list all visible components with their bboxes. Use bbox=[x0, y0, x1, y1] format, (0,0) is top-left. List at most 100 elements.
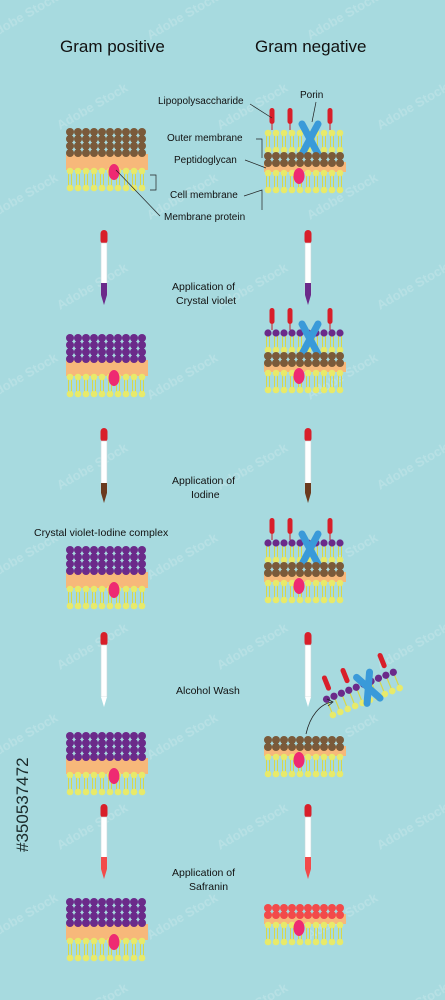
peptidoglycan-bead bbox=[280, 911, 288, 919]
peptidoglycan-bead bbox=[122, 898, 130, 906]
peptidoglycan-bead bbox=[328, 911, 336, 919]
lipid-head bbox=[336, 386, 344, 394]
peptidoglycan-bead bbox=[98, 560, 106, 568]
peptidoglycan-bead bbox=[74, 355, 82, 363]
peptidoglycan-bead bbox=[328, 152, 336, 160]
lipid-head bbox=[336, 146, 344, 154]
lipopolysaccharide bbox=[269, 308, 275, 324]
peptidoglycan-bead bbox=[82, 746, 90, 754]
lipid-head bbox=[74, 167, 82, 175]
peptidoglycan-bead bbox=[106, 142, 114, 150]
detached-outer-membrane bbox=[321, 652, 403, 719]
peptidoglycan-bead bbox=[82, 912, 90, 920]
dropper-liquid bbox=[101, 857, 107, 869]
peptidoglycan-bead bbox=[98, 912, 106, 920]
membrane-protein bbox=[108, 164, 120, 180]
peptidoglycan-bead bbox=[130, 128, 138, 136]
peptidoglycan-bead bbox=[74, 560, 82, 568]
peptidoglycan-bead bbox=[138, 553, 146, 561]
stained-head bbox=[320, 329, 328, 337]
peptidoglycan-bead bbox=[74, 546, 82, 554]
lipid-head bbox=[66, 585, 74, 593]
lipid-head bbox=[90, 373, 98, 381]
stained-head bbox=[280, 329, 288, 337]
lipid-head bbox=[74, 373, 82, 381]
lipid-head bbox=[280, 129, 288, 137]
watermark-tile: Adobe Stock bbox=[374, 259, 445, 312]
peptidoglycan-bead bbox=[106, 905, 114, 913]
label-step-safranin-1: Application of bbox=[172, 867, 235, 879]
dropper-tube bbox=[304, 644, 312, 698]
dropper-iodine-left bbox=[100, 428, 108, 503]
lipid-head bbox=[264, 146, 272, 154]
peptidoglycan-bead bbox=[66, 128, 74, 136]
stained-head bbox=[288, 329, 296, 337]
lipid-head bbox=[296, 129, 304, 137]
peptidoglycan-bead bbox=[264, 569, 272, 577]
peptidoglycan-bead bbox=[280, 359, 288, 367]
peptidoglycan-bead bbox=[288, 159, 296, 167]
lipid-head bbox=[328, 346, 336, 354]
peptidoglycan-bead bbox=[98, 905, 106, 913]
watermark-tile: Adobe Stock bbox=[374, 799, 445, 852]
lipid-head bbox=[272, 386, 280, 394]
gram-negative-alcohol bbox=[264, 736, 346, 778]
peptidoglycan-bead bbox=[106, 746, 114, 754]
lipid-head bbox=[288, 386, 296, 394]
lipid-head bbox=[280, 186, 288, 194]
lipid-head bbox=[272, 938, 280, 946]
gram-positive-alcohol bbox=[66, 732, 148, 796]
peptidoglycan-bead bbox=[288, 736, 296, 744]
peptidoglycan-bead bbox=[296, 152, 304, 160]
peptidoglycan-bead bbox=[296, 359, 304, 367]
watermark-id: #350537472 bbox=[13, 757, 32, 852]
peptidoglycan-bead bbox=[66, 739, 74, 747]
removal-arrow bbox=[305, 701, 333, 735]
peptidoglycan-bead bbox=[122, 334, 130, 342]
peptidoglycan-bead bbox=[122, 905, 130, 913]
lipid-head bbox=[138, 167, 146, 175]
lipid-head bbox=[328, 556, 336, 564]
peptidoglycan-bead bbox=[82, 135, 90, 143]
lipid-head bbox=[74, 602, 82, 610]
peptidoglycan-bead bbox=[122, 142, 130, 150]
lipid-head bbox=[280, 938, 288, 946]
peptidoglycan-bead bbox=[138, 560, 146, 568]
peptidoglycan-bead bbox=[114, 553, 122, 561]
label-lipopolysaccharide: Lipopolysaccharide bbox=[158, 96, 244, 107]
peptidoglycan-bead bbox=[328, 904, 336, 912]
lipid-head bbox=[98, 954, 106, 962]
stained-head bbox=[264, 539, 272, 547]
label-crystal-violet-iodine-complex: Crystal violet-Iodine complex bbox=[34, 527, 169, 539]
peptidoglycan-bead bbox=[304, 352, 312, 360]
lipid-head bbox=[98, 937, 106, 945]
watermark-tile: Adobe Stock bbox=[214, 619, 291, 672]
peptidoglycan-bead bbox=[336, 736, 344, 744]
stained-head bbox=[345, 686, 353, 694]
stained-head bbox=[320, 539, 328, 547]
lipid-head bbox=[381, 690, 389, 698]
lipid-head bbox=[264, 186, 272, 194]
lipid-head bbox=[312, 938, 320, 946]
peptidoglycan-bead bbox=[264, 562, 272, 570]
lipid-head bbox=[280, 346, 288, 354]
peptidoglycan-bead bbox=[130, 348, 138, 356]
peptidoglycan-bead bbox=[312, 904, 320, 912]
lipid-head bbox=[336, 921, 344, 929]
membrane-protein bbox=[293, 920, 305, 936]
lipid-head bbox=[264, 386, 272, 394]
peptidoglycan-bead bbox=[106, 919, 114, 927]
peptidoglycan-bead bbox=[106, 546, 114, 554]
lipid-head bbox=[312, 596, 320, 604]
peptidoglycan-bead bbox=[98, 348, 106, 356]
peptidoglycan-bead bbox=[98, 142, 106, 150]
peptidoglycan-bead bbox=[280, 569, 288, 577]
peptidoglycan-bead bbox=[98, 149, 106, 157]
peptidoglycan-bead bbox=[114, 149, 122, 157]
peptidoglycan-bead bbox=[90, 746, 98, 754]
peptidoglycan-bead bbox=[336, 359, 344, 367]
gram-negative-crystal-violet bbox=[264, 308, 346, 394]
peptidoglycan-bead bbox=[114, 753, 122, 761]
peptidoglycan-bead bbox=[98, 746, 106, 754]
lipid-head bbox=[130, 373, 138, 381]
